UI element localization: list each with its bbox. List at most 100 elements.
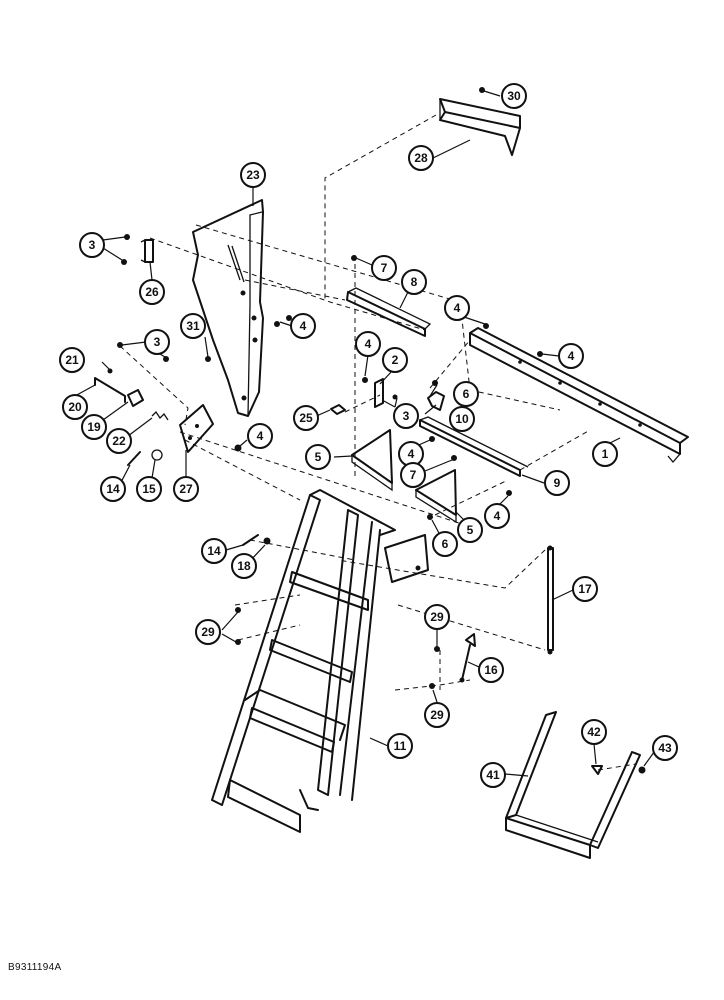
callout-43: 43 — [652, 735, 678, 761]
side-panel-23 — [192, 199, 264, 417]
callout-28: 28 — [408, 145, 434, 171]
svg-text:4: 4 — [494, 509, 501, 523]
step-41 — [505, 711, 641, 859]
callout-1: 1 — [592, 441, 618, 467]
callout-8: 8 — [401, 269, 427, 295]
callout-4e: 4 — [247, 423, 273, 449]
svg-text:3: 3 — [403, 409, 410, 423]
pin-14a — [127, 451, 141, 466]
callout-29b: 29 — [424, 604, 450, 630]
spring-22 — [151, 410, 169, 421]
svg-text:7: 7 — [410, 468, 417, 482]
svg-text:4: 4 — [408, 447, 415, 461]
callout-15: 15 — [136, 476, 162, 502]
svg-text:29: 29 — [430, 610, 444, 624]
callout-2: 2 — [382, 347, 408, 373]
svg-text:29: 29 — [430, 708, 444, 722]
ladder-11 — [211, 489, 429, 833]
callout-16: 16 — [478, 657, 504, 683]
callout-26: 26 — [139, 279, 165, 305]
svg-text:41: 41 — [486, 768, 500, 782]
bolts-3a — [121, 234, 130, 265]
washer-18 — [263, 537, 271, 545]
angle-bracket-28 — [439, 98, 521, 156]
callout-10: 10 — [449, 406, 475, 432]
bolt-30 — [479, 87, 485, 93]
callout-14a: 14 — [100, 476, 126, 502]
svg-text:3: 3 — [154, 335, 161, 349]
svg-text:4: 4 — [568, 349, 575, 363]
callout-19: 19 — [81, 414, 107, 440]
callout-3c: 3 — [393, 403, 419, 429]
svg-text:5: 5 — [467, 523, 474, 537]
callout-4a: 4 — [444, 295, 470, 321]
svg-text:14: 14 — [106, 482, 120, 496]
block-25 — [330, 404, 346, 415]
callout-7b: 7 — [400, 462, 426, 488]
callout-4d: 4 — [355, 331, 381, 357]
callout-4c: 4 — [558, 343, 584, 369]
svg-text:1: 1 — [602, 447, 609, 461]
callout-21: 21 — [59, 347, 85, 373]
bracket-26 — [140, 239, 154, 263]
callout-9: 9 — [544, 470, 570, 496]
callout-labels: 30 28 23 3 26 7 8 4 31 4 3 21 4 2 4 6 20… — [59, 83, 678, 788]
svg-text:4: 4 — [365, 337, 372, 351]
svg-text:9: 9 — [554, 476, 561, 490]
callout-30: 30 — [501, 83, 527, 109]
callout-41: 41 — [480, 762, 506, 788]
callout-6b: 6 — [432, 531, 458, 557]
svg-text:22: 22 — [112, 434, 126, 448]
svg-text:25: 25 — [299, 411, 313, 425]
callout-27: 27 — [173, 476, 199, 502]
callout-5a: 5 — [305, 444, 331, 470]
callout-18: 18 — [231, 553, 257, 579]
svg-text:43: 43 — [658, 741, 672, 755]
svg-text:29: 29 — [201, 625, 215, 639]
svg-text:17: 17 — [578, 582, 592, 596]
gusset-5b — [415, 469, 457, 524]
svg-text:4: 4 — [257, 429, 264, 443]
svg-text:16: 16 — [484, 663, 498, 677]
svg-text:30: 30 — [507, 89, 521, 103]
svg-text:4: 4 — [454, 301, 461, 315]
svg-text:31: 31 — [186, 319, 200, 333]
svg-text:18: 18 — [237, 559, 251, 573]
svg-text:19: 19 — [87, 420, 101, 434]
clip-10 — [427, 391, 445, 411]
svg-text:10: 10 — [455, 412, 469, 426]
svg-text:3: 3 — [89, 238, 96, 252]
svg-text:8: 8 — [411, 275, 418, 289]
handle-rod-16 — [459, 633, 476, 683]
callout-22: 22 — [106, 428, 132, 454]
callout-17: 17 — [572, 576, 598, 602]
angle-rail-1 — [469, 327, 689, 464]
bracket-2 — [374, 378, 384, 408]
gusset-5a — [351, 429, 393, 492]
callout-29c: 29 — [424, 702, 450, 728]
nuts-29 — [235, 607, 440, 689]
callout-14b: 14 — [201, 538, 227, 564]
svg-text:42: 42 — [587, 725, 601, 739]
latch-19 — [127, 389, 144, 407]
callout-3b: 3 — [144, 329, 170, 355]
svg-text:14: 14 — [207, 544, 221, 558]
svg-text:11: 11 — [394, 739, 407, 753]
svg-text:4: 4 — [300, 319, 307, 333]
svg-text:28: 28 — [414, 151, 428, 165]
strap-17 — [547, 545, 554, 655]
callout-31: 31 — [180, 313, 206, 339]
svg-text:2: 2 — [392, 353, 399, 367]
callout-25: 25 — [293, 405, 319, 431]
flat-bar-9 — [419, 416, 529, 477]
svg-text:7: 7 — [381, 261, 388, 275]
latch-plate-27 — [179, 404, 214, 453]
svg-text:6: 6 — [442, 537, 449, 551]
svg-text:20: 20 — [68, 400, 82, 414]
callout-4g: 4 — [484, 503, 510, 529]
channel-8 — [346, 287, 432, 337]
svg-text:5: 5 — [315, 450, 322, 464]
washer-15 — [151, 449, 163, 461]
callout-42: 42 — [581, 719, 607, 745]
